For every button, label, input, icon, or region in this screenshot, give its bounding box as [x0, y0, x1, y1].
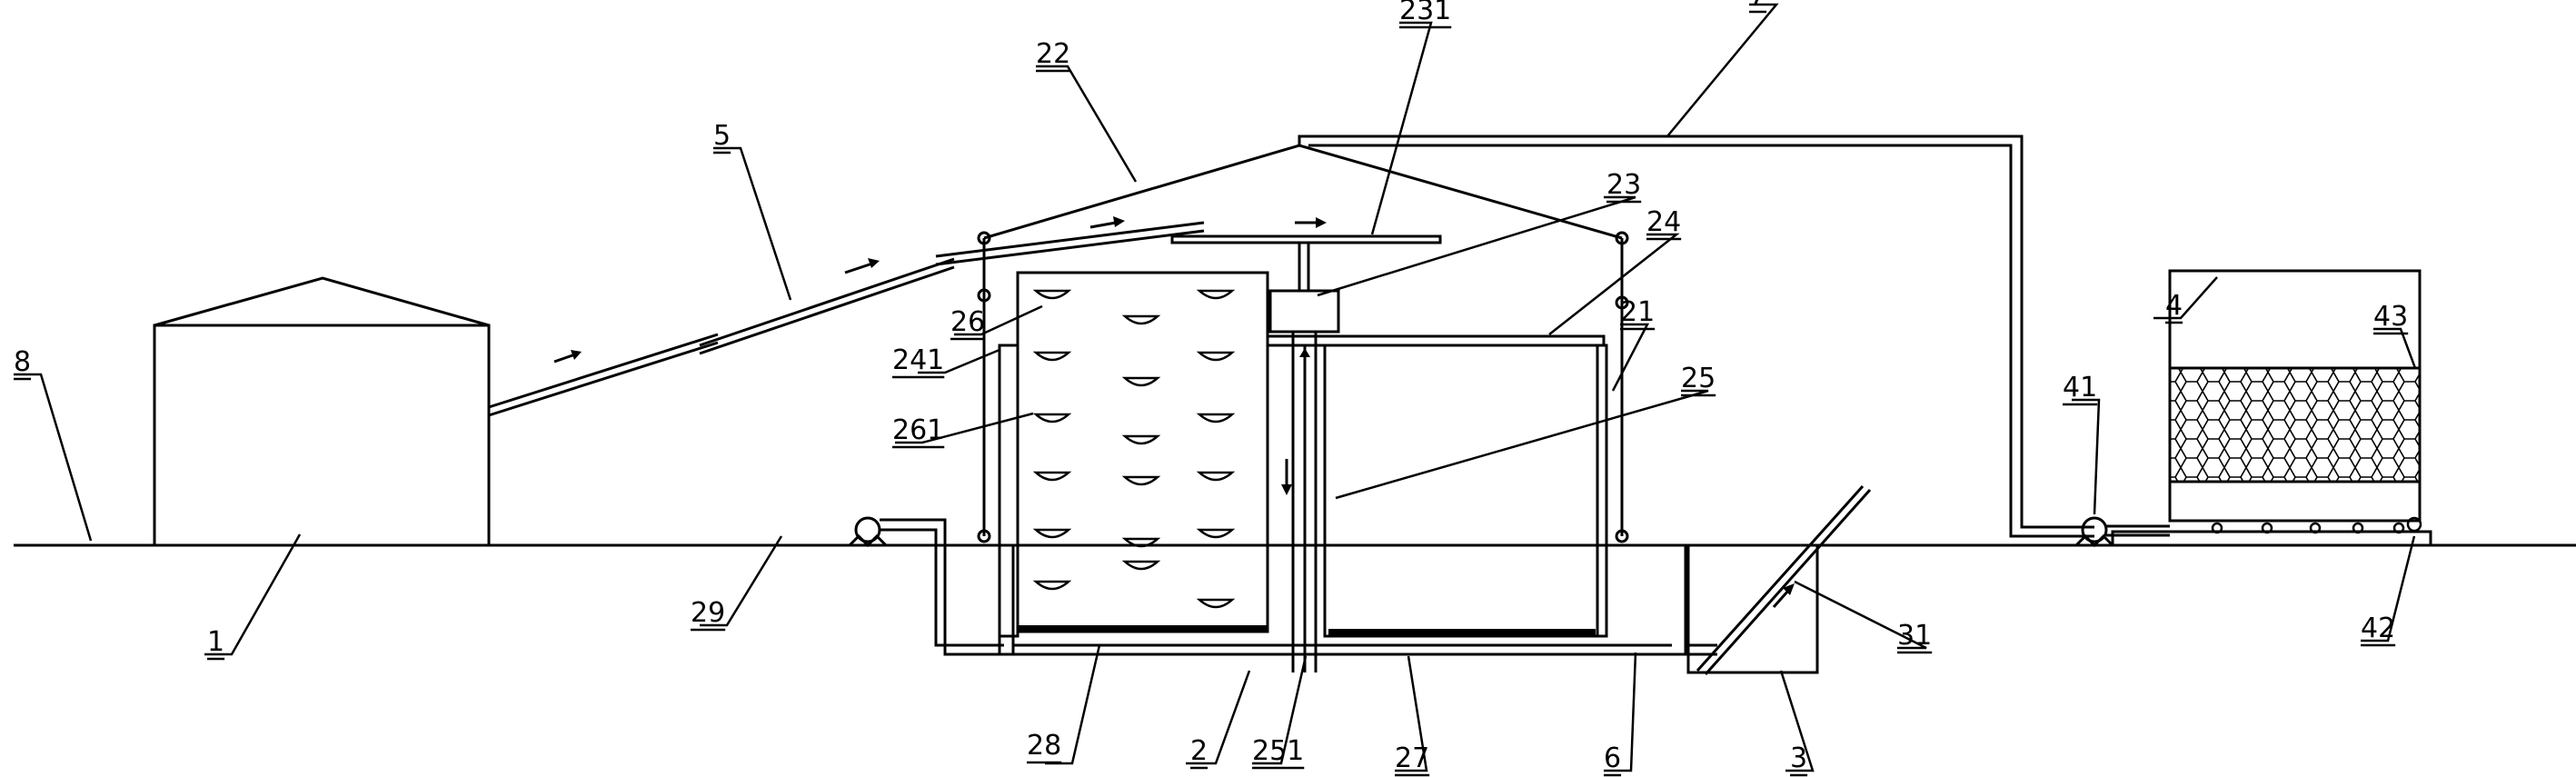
- label-41: 41: [2063, 372, 2097, 403]
- top-distributor: [1170, 234, 1442, 291]
- collection-pit: [1686, 545, 1819, 674]
- shelf-group: [1032, 289, 1236, 609]
- label-251: 251: [1252, 735, 1304, 767]
- sediment-layer-27: [1328, 629, 1596, 635]
- label-2: 2: [1190, 735, 1208, 767]
- sediment-layer-28: [1018, 625, 1268, 632]
- label-42: 42: [2361, 613, 2395, 644]
- label-3: 3: [1790, 742, 1807, 774]
- label-241: 241: [892, 344, 944, 376]
- label-7: 7: [1749, 0, 1766, 11]
- right-pump: [2074, 516, 2170, 548]
- greenhouse-roof: [983, 144, 1623, 240]
- label-group: 8 1 5 22 231 7 23 24 26 241 261 21 25 29…: [14, 0, 2409, 777]
- chamber-cover: [1266, 334, 1606, 347]
- label-4: 4: [2165, 290, 2183, 322]
- label-29: 29: [691, 597, 725, 629]
- leader-lines: [14, 3, 2417, 772]
- label-231: 231: [1399, 0, 1451, 26]
- label-22: 22: [1036, 38, 1070, 70]
- basin: [998, 545, 1687, 656]
- label-261: 261: [892, 414, 944, 446]
- right-chamber: [1323, 344, 1608, 638]
- honeycomb-media: [2170, 368, 2420, 482]
- storage-building: [153, 276, 491, 547]
- central-column: [1268, 289, 1340, 672]
- flow-arrows: [553, 216, 1795, 608]
- roller-row: [2211, 516, 2422, 534]
- right-support-pole: [1615, 231, 1629, 543]
- pipe-7: [1298, 134, 2094, 538]
- label-23: 23: [1606, 169, 1641, 201]
- inclined-screen: [1696, 484, 1872, 675]
- label-43: 43: [2373, 301, 2408, 333]
- label-21: 21: [1620, 296, 1655, 328]
- inclined-conveyor: [488, 221, 1205, 417]
- label-28: 28: [1027, 730, 1061, 762]
- label-25: 25: [1681, 363, 1716, 394]
- label-26: 26: [950, 306, 985, 338]
- label-31: 31: [1897, 620, 1932, 652]
- left-pump: [848, 516, 1015, 656]
- label-8: 8: [14, 346, 31, 378]
- left-support-pole: [977, 231, 991, 543]
- label-27: 27: [1395, 742, 1429, 774]
- label-5: 5: [713, 120, 731, 152]
- label-6: 6: [1604, 742, 1621, 774]
- label-1: 1: [207, 626, 224, 658]
- label-24: 24: [1646, 206, 1681, 238]
